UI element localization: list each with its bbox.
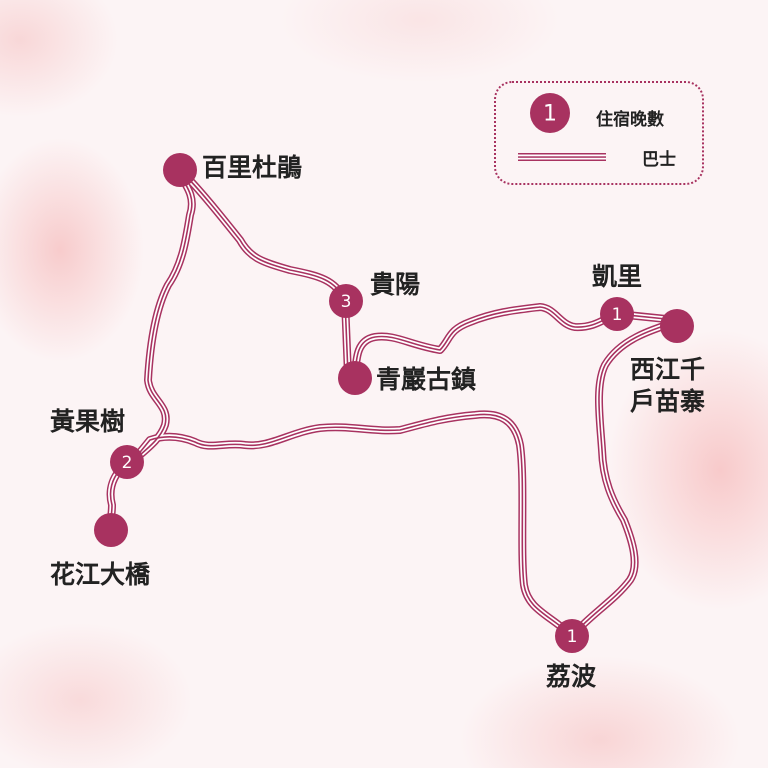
stop-marker-baili[interactable] xyxy=(163,153,197,187)
legend-nights-label: 住宿晚數 xyxy=(596,110,664,130)
legend: 1 住宿晚數 巴士 xyxy=(494,81,704,185)
nights-huangguoshu: 2 xyxy=(122,453,133,473)
legend-bus-label: 巴士 xyxy=(642,150,676,170)
bus-legend-icon xyxy=(518,153,606,161)
stop-label-libo: 荔波 xyxy=(546,662,597,691)
stop-label-qingyan: 青巖古鎮 xyxy=(376,365,477,394)
stop-marker-xijiang[interactable] xyxy=(660,309,694,343)
stop-marker-huangguoshu[interactable] xyxy=(110,445,144,479)
stop-label-kaili: 凱里 xyxy=(592,262,643,291)
stop-marker-guiyang[interactable] xyxy=(329,284,363,318)
stop-marker-libo[interactable] xyxy=(555,619,589,653)
stop-marker-kaili[interactable] xyxy=(600,297,634,331)
stop-label-huangguoshu: 黃果樹 xyxy=(50,407,126,436)
stop-marker-qingyan[interactable] xyxy=(338,361,372,395)
nights-libo: 1 xyxy=(567,627,578,647)
stop-label-huajiang: 花江大橋 xyxy=(50,560,151,589)
nights-kaili: 1 xyxy=(612,305,623,325)
stop-label-xijiang-2: 戶苗寨 xyxy=(630,387,706,416)
stop-label-baili: 百里杜鵑 xyxy=(202,153,303,182)
nights-legend-icon: 1 xyxy=(530,93,570,133)
svg-text:1: 1 xyxy=(543,102,557,127)
stop-label-guiyang: 貴陽 xyxy=(370,270,421,299)
stop-marker-huajiang[interactable] xyxy=(94,513,128,547)
nights-guiyang: 3 xyxy=(341,292,352,312)
stop-label-xijiang-1: 西江千 xyxy=(630,355,706,384)
